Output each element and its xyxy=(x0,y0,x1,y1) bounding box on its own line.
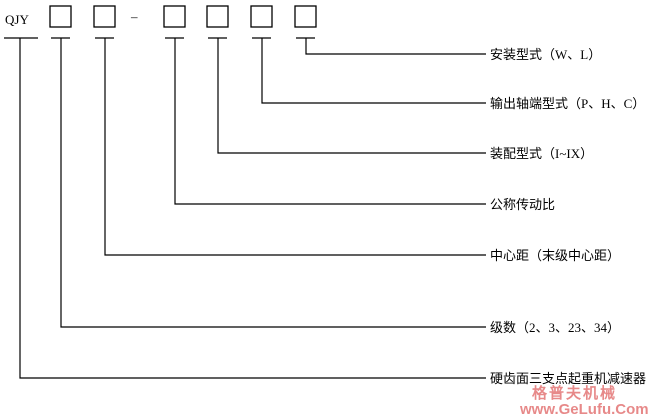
code-box-5 xyxy=(250,5,273,28)
label-product-name: 硬齿面三支点起重机减速器 xyxy=(490,371,646,386)
leader-assembly-type xyxy=(217,38,486,154)
watermark-url: www.GeLufu.Com xyxy=(519,401,649,418)
label-ratio: 公称传动比 xyxy=(490,197,555,212)
leader-mounting-type xyxy=(305,38,486,55)
label-stages: 级数（2、3、23、34） xyxy=(490,320,620,335)
code-box-2 xyxy=(93,5,116,28)
watermark-chinese: 格普夫机械 xyxy=(532,384,617,402)
leader-output-shaft xyxy=(261,38,486,104)
leader-product-name xyxy=(19,38,486,379)
leader-ratio xyxy=(174,38,486,205)
code-box-6 xyxy=(294,5,317,28)
label-output-shaft: 输出轴端型式（P、H、C） xyxy=(490,96,645,111)
code-dash: – xyxy=(130,9,138,24)
code-box-4 xyxy=(206,5,229,28)
leader-center-distance xyxy=(104,38,486,256)
label-mounting-type: 安装型式（W、L） xyxy=(490,47,601,62)
model-prefix: QJY xyxy=(5,12,29,27)
code-box-3 xyxy=(163,5,186,28)
leader-stages xyxy=(60,38,486,328)
code-box-1 xyxy=(49,5,72,28)
label-center-distance: 中心距（末级中心距） xyxy=(490,248,620,263)
label-assembly-type: 装配型式（I~IX） xyxy=(490,146,593,161)
